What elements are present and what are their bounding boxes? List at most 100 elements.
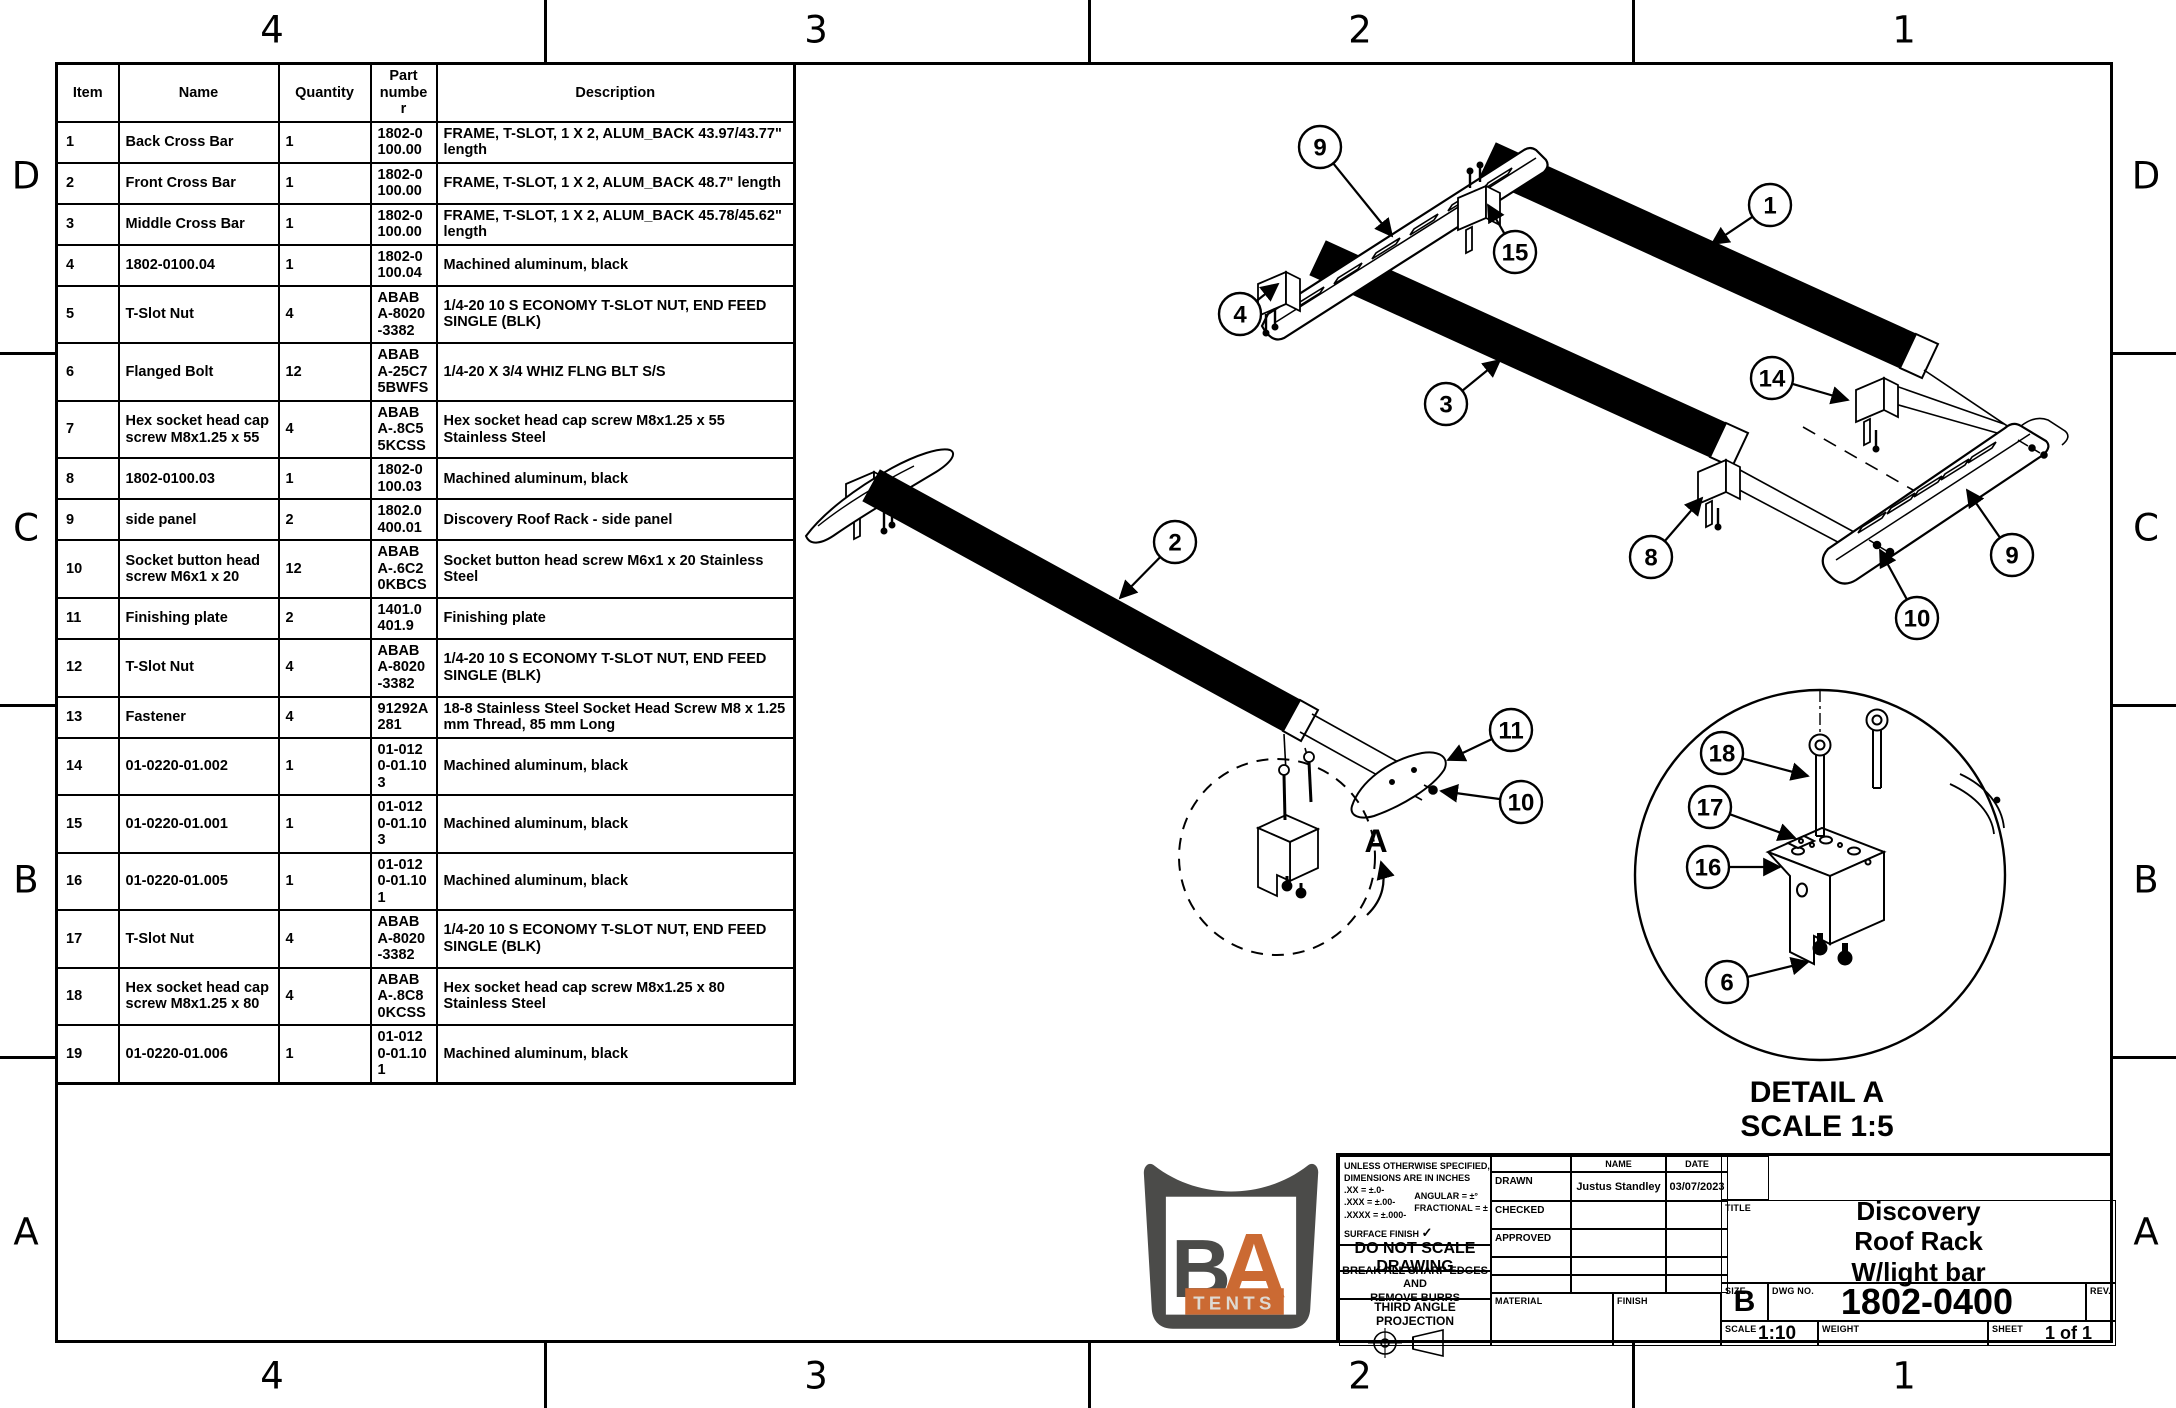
bracket-part [1705,499,1713,529]
balloon-item-10: 10 [1879,548,1940,641]
bom-cell: Machined aluminum, black [435,736,796,797]
approved-label: APPROVED [1491,1229,1571,1257]
zone-label: 1 [1892,8,1916,52]
screw-head [1262,329,1270,337]
detail-panel-fragment [1949,773,2005,835]
zone-divider-tick [0,704,55,707]
balloon-item-10: 10 [1439,779,1544,825]
bom-cell: 1802.0400.01 [369,498,438,542]
balloon-circle [1217,291,1263,337]
bom-cell: 12 [277,342,372,402]
bom-cell: 01-0220-01.001 [117,794,280,854]
bom-cell: 1/4-20 10 S ECONOMY T-SLOT NUT, END FEED… [435,909,796,969]
bom-cell: 2 [277,596,372,640]
drawing-title-line3: W/light bar [1851,1256,1986,1287]
balloon-number: 9 [1313,135,1326,162]
bom-cell: 1 [277,120,372,164]
balloon-circle [1685,844,1731,890]
break-edges-line1: BREAK ALL SHARP EDGES AND [1342,1265,1488,1291]
detail-bracket-block [1765,826,1887,966]
zone-label: 2 [1348,8,1372,52]
balloon-number: 11 [1498,718,1523,745]
balloon-number: 9 [2005,543,2018,570]
balloon-leader [1446,738,1493,762]
bom-cell: 01-0120-01.101 [369,851,438,912]
bom-cell: side panel [117,498,280,542]
balloon-number: 6 [1720,970,1733,997]
bom-cell: 4 [277,966,372,1027]
balloon-circle [1704,959,1750,1005]
bracket-part [1465,225,1473,255]
bom-cell: ABABA-8020-3382 [369,284,438,345]
bom-cell: 1802-0100.04 [369,243,438,287]
zone-divider-tick [0,352,55,355]
balloon-item-16: 16 [1685,844,1782,890]
zone-label: 4 [260,1354,284,1398]
zone-divider-tick [1088,1343,1091,1408]
front-bracket-exploded [1255,751,1321,899]
bom-cell: 01-0120-01.101 [369,1024,438,1085]
tolerance-line: UNLESS OTHERWISE SPECIFIED, [1344,1161,1490,1171]
bom-cell: 1 [277,1024,372,1085]
balloon-leader [1439,784,1501,803]
balloon-number: 10 [1508,790,1535,817]
bom-cell: ABABA-8020-3382 [369,637,438,698]
bom-cell: 7 [55,399,120,460]
balloon-item-6: 6 [1704,956,1810,1005]
material-label: MATERIAL [1495,1296,1543,1306]
balloon-item-11: 11 [1446,707,1534,762]
mounting-brackets [845,161,1899,541]
bom-cell: 1/4-20 X 3/4 WHIZ FLNG BLT S/S [435,342,796,402]
bom-cell: ABABA-25C75BWFS [369,342,438,402]
break-edges-line2: REMOVE BURRS [1370,1291,1460,1304]
screw-head [880,527,888,535]
bom-cell: 9 [55,498,120,542]
drawn-name: Justus Standley [1571,1172,1666,1201]
zone-label: A [2133,1210,2159,1254]
bom-cell: 1802-0100.03 [369,457,438,501]
bom-cell: ABABA-8020-3382 [369,909,438,969]
balloon-leader [1487,203,1506,235]
surface-finish-label: SURFACE FINISH [1344,1228,1420,1239]
bom-cell: Front Cross Bar [117,161,280,205]
screw-head [888,521,896,529]
size-value: B [1733,1285,1756,1318]
sheet-box: SHEET 1 of 1 [1988,1321,2116,1346]
tolerance-line: DIMENSIONS ARE IN INCHES [1344,1173,1471,1184]
balloon-leader [1729,813,1797,842]
zone-label: C [2133,506,2159,550]
screw-head [1872,445,1880,453]
bom-column-header: Description [435,62,796,123]
bom-cell: 19 [55,1024,120,1085]
bom-cell: 15 [55,794,120,854]
balloon-leader [1965,488,2001,539]
screw-head [1271,323,1279,331]
bracket-part [1285,270,1301,313]
front-cross-bar [862,469,1301,732]
bom-cell: 2 [277,498,372,542]
dwg-no-value: 1802-0400 [1840,1281,2014,1322]
balloon-circle [1747,182,1793,228]
bom-cell: ABABA-.6C20KBCS [369,539,438,599]
bom-cell: 10 [55,539,120,599]
do-not-scale-note: DO NOT SCALE DRAWING [1339,1240,1491,1275]
projection-label: THIRD ANGLE PROJECTION [1374,1300,1456,1328]
bracket-part [1855,376,1885,424]
balloon-number: 2 [1168,530,1181,557]
bracket-part [1863,417,1871,447]
bom-cell: 1 [277,202,372,246]
bom-cell: 1 [277,851,372,912]
zone-label: A [13,1210,39,1254]
bom-cell: Hex socket head cap screw M8x1.25 x 55 [117,399,280,460]
zone-label: B [13,858,39,902]
